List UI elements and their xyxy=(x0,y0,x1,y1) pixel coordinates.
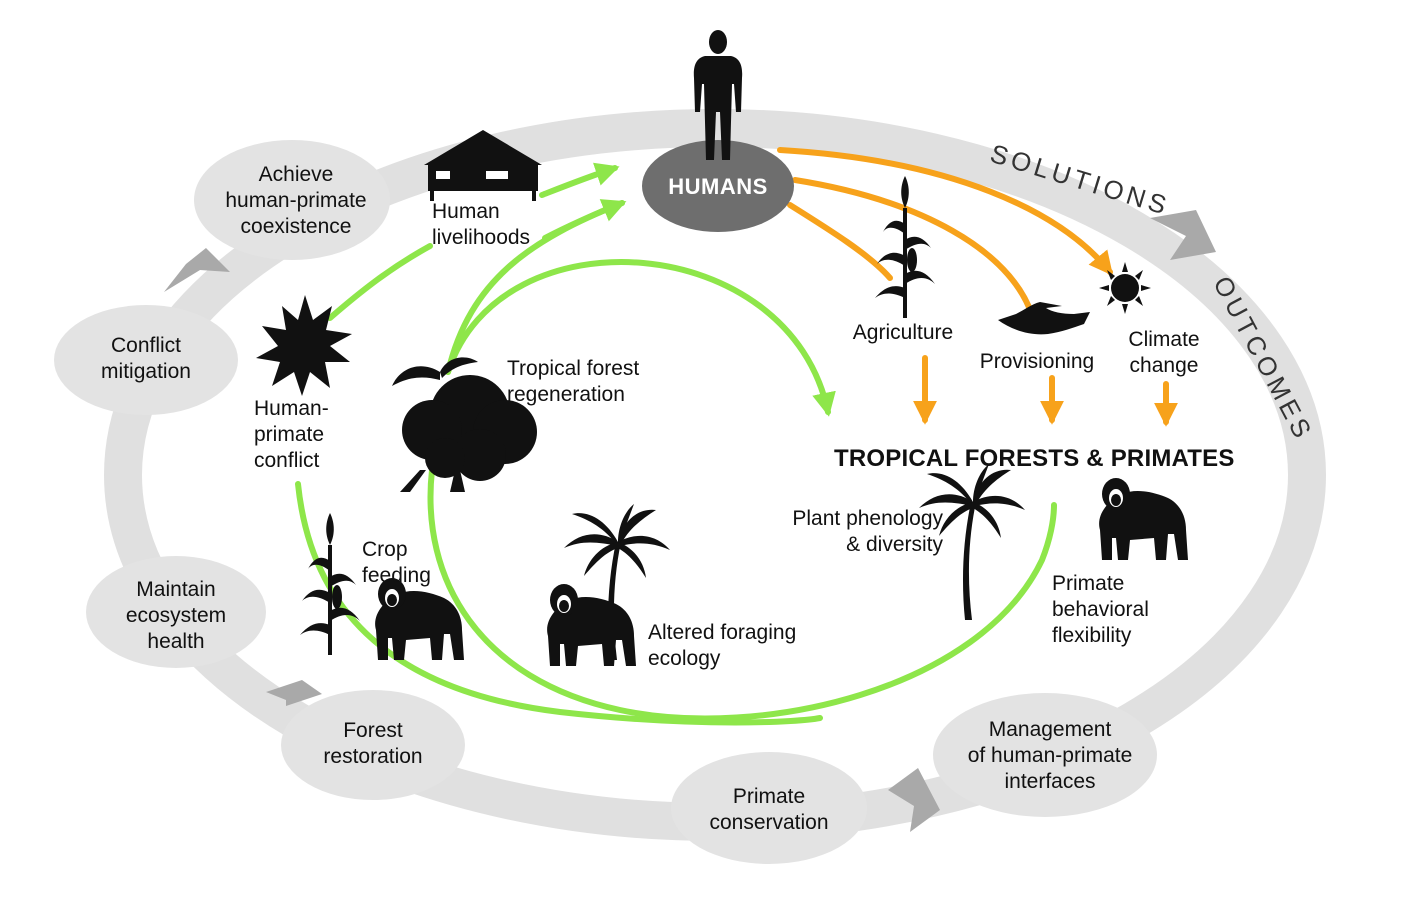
label-altered-foraging: Altered foraging ecology xyxy=(648,621,797,670)
corn-icon xyxy=(875,176,935,318)
driver-provisioning: Provisioning xyxy=(979,350,1095,373)
green-arrows xyxy=(295,162,1057,726)
house-icon xyxy=(424,130,542,201)
driver-climate-change: Climate change xyxy=(1128,328,1200,377)
bubble-interface-management: Management of human-primate interfaces xyxy=(967,718,1133,793)
bubble-primate-conservation: Primate conservation xyxy=(709,785,829,834)
label-human-livelihoods: Human livelihoods xyxy=(432,200,531,249)
hand-icon xyxy=(998,302,1090,335)
ring-chevrons xyxy=(164,210,1216,832)
humans-hub xyxy=(642,140,794,232)
label-forest-regeneration: Tropical forest regeneration xyxy=(507,357,640,406)
primate-icon xyxy=(547,584,636,666)
label-plant-phenology: Plant phenology & diversity xyxy=(792,507,943,556)
orange-arrows xyxy=(777,147,1178,427)
bubble-forest-restoration: Forest restoration xyxy=(323,719,423,768)
bubble-conflict-mitigation: Conflict mitigation xyxy=(101,334,191,383)
target-label: TROPICAL FORESTS & PRIMATES xyxy=(834,445,1235,472)
bubble-coexistence: Achieve human-primate coexistence xyxy=(225,163,367,238)
solution-bubbles xyxy=(54,140,1157,864)
label-human-primate-conflict: Human- primate conflict xyxy=(254,397,329,472)
sun-icon xyxy=(1099,262,1151,314)
primate-icon xyxy=(1099,478,1188,560)
humans-label: HUMANS xyxy=(668,174,768,199)
driver-agriculture: Agriculture xyxy=(852,321,954,344)
bubble-ecosystem-health: Maintain ecosystem health xyxy=(125,578,227,653)
label-behavioral-flexibility: Primate behavioral flexibility xyxy=(1052,572,1149,647)
starburst-icon xyxy=(256,295,352,396)
person-icon xyxy=(693,30,743,160)
tree-icon xyxy=(392,357,537,492)
label-crop-feeding: Crop feeding xyxy=(362,538,431,587)
